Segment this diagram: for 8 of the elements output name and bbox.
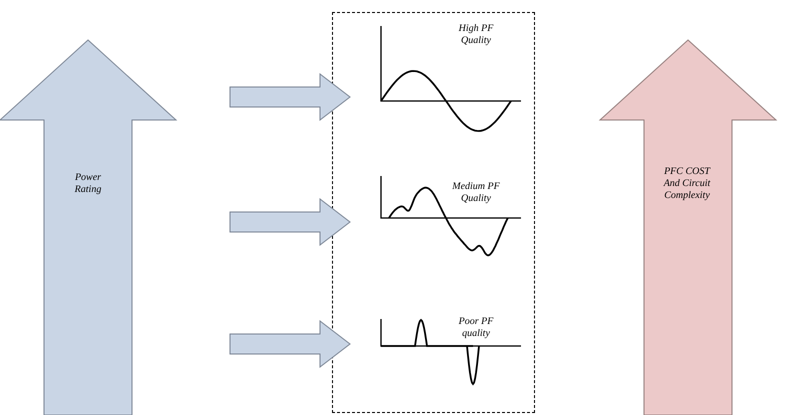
block-arrow [230,72,351,122]
arrow-label: PFC COST And Circuit Complexity [662,166,712,202]
waveform-label: Medium PF Quality [451,181,501,205]
arrow-label: Power Rating [74,172,102,196]
waveform-label: High PF Quality [458,23,494,47]
block-arrow [230,320,351,368]
waveform-label: Poor PF quality [458,316,494,340]
block-arrow [230,198,351,246]
